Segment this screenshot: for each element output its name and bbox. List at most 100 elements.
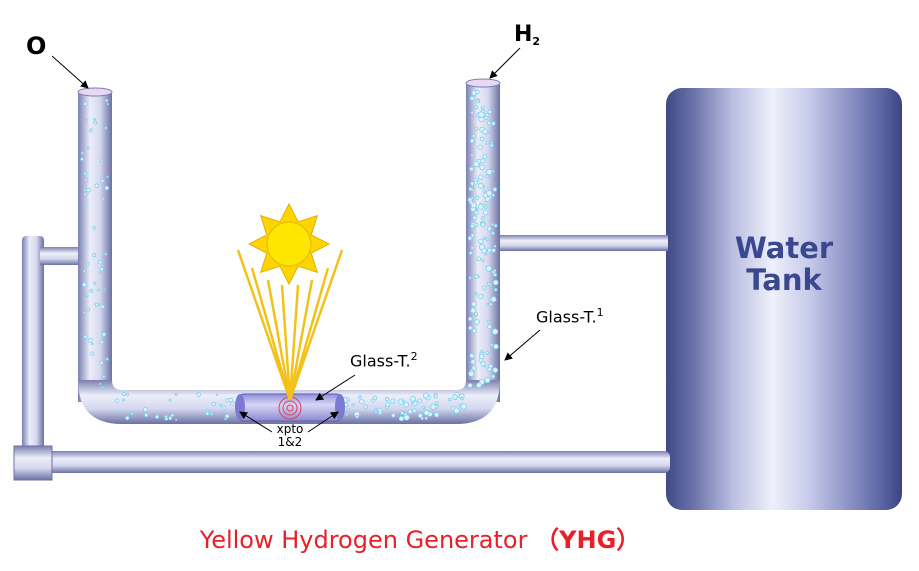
bubble	[471, 188, 475, 192]
bubble	[478, 111, 485, 118]
bubble	[470, 359, 476, 365]
bubble	[359, 399, 365, 405]
bubble	[89, 288, 94, 293]
hydrogen-label: H2	[514, 22, 540, 48]
sun-ray	[250, 267, 292, 401]
xpto-line-2: 1&2	[277, 435, 303, 449]
bubble	[174, 392, 178, 396]
bubble	[487, 186, 491, 190]
bubble	[487, 367, 492, 372]
bubble	[94, 183, 99, 188]
bubble	[485, 265, 492, 272]
caption-title: Yellow Hydrogen Generator	[199, 526, 528, 554]
bubble	[480, 350, 484, 354]
sun-ray	[266, 279, 292, 401]
bubble	[493, 343, 499, 350]
bubble	[100, 304, 105, 309]
bubble	[351, 403, 355, 407]
bubble	[474, 291, 478, 296]
bubble	[101, 332, 107, 337]
bubble	[93, 118, 96, 121]
bubble	[104, 126, 108, 130]
bubble	[90, 351, 95, 356]
bubble	[482, 209, 489, 216]
bubble	[482, 236, 487, 240]
caption-abbreviation: （YHG）	[535, 526, 641, 554]
bubble	[417, 413, 423, 419]
bubble	[430, 403, 437, 410]
bubble	[126, 392, 129, 396]
bubble	[474, 210, 479, 215]
bubble	[122, 392, 126, 397]
bubble	[104, 252, 108, 256]
bubble	[493, 244, 497, 248]
bubble	[470, 246, 475, 250]
bubble	[417, 398, 422, 403]
glass-t2-label: Glass-T.2	[350, 350, 418, 370]
bubble	[477, 98, 481, 102]
bubble	[477, 174, 484, 181]
bubble	[384, 397, 389, 402]
bubble	[486, 320, 490, 324]
bubble	[486, 120, 492, 126]
bubble	[106, 102, 110, 106]
bubble	[83, 192, 88, 197]
bubble	[92, 253, 97, 258]
bubble	[483, 364, 487, 368]
sun-ray	[236, 249, 292, 401]
bubble	[97, 288, 100, 292]
bubble	[482, 192, 488, 198]
bubble	[102, 374, 106, 379]
bubble	[490, 374, 496, 379]
bubble	[400, 410, 405, 415]
bubble	[482, 189, 486, 193]
bubble	[478, 293, 484, 299]
bubble	[470, 307, 477, 314]
bubble	[492, 187, 497, 192]
bubble	[452, 394, 458, 400]
bubble	[473, 161, 480, 168]
bubble	[98, 271, 102, 274]
hydrogen-outlet	[465, 78, 501, 88]
bubble	[486, 302, 490, 306]
bubble	[469, 95, 475, 101]
bubble	[174, 418, 178, 421]
bubble	[470, 196, 474, 200]
hydrogen-symbol: H	[514, 22, 533, 47]
bubble	[491, 248, 496, 253]
bubble	[482, 285, 487, 290]
water-tank-label-line1: Water	[734, 231, 834, 265]
bubble	[412, 408, 417, 413]
bubble	[103, 288, 106, 292]
bubble	[484, 201, 489, 206]
glass-t2-arrow	[315, 374, 356, 401]
bubble	[468, 370, 475, 377]
bubble	[486, 168, 493, 176]
bubble	[100, 197, 105, 201]
bubble	[86, 262, 90, 266]
bubble	[468, 251, 473, 255]
bubble	[480, 222, 486, 228]
bubble	[473, 180, 478, 185]
bubble	[422, 392, 429, 399]
bubble	[410, 395, 416, 402]
bubble	[423, 409, 430, 416]
bubble	[434, 401, 439, 406]
bubble	[164, 416, 169, 421]
bubble	[477, 182, 484, 189]
bubble	[492, 367, 499, 374]
bubble	[469, 166, 474, 172]
bubble	[485, 351, 490, 355]
bubble	[114, 398, 120, 403]
sun-ray	[280, 284, 292, 401]
bubble	[470, 202, 477, 209]
bubble	[93, 282, 97, 285]
bubble	[83, 171, 87, 176]
bubble	[119, 409, 123, 413]
bubble	[84, 202, 88, 206]
bubble	[478, 238, 484, 244]
bubble	[221, 405, 227, 411]
bubble	[485, 140, 490, 145]
bubble	[487, 109, 492, 115]
bubble	[168, 416, 173, 421]
